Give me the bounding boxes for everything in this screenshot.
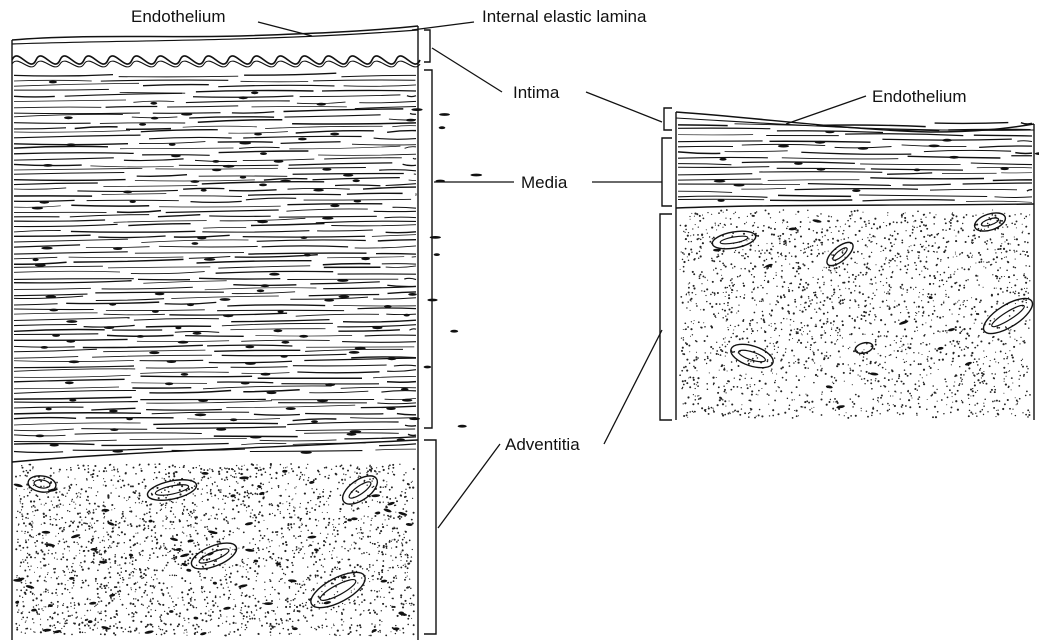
label-internal-elastic-lamina: Internal elastic lamina (482, 7, 647, 26)
vein-wall-section (676, 112, 1039, 420)
bracket-media-right (662, 138, 672, 206)
leader-adventitia-right (604, 330, 662, 444)
bracket-media-left (424, 70, 432, 428)
leader-intima-left (432, 48, 502, 92)
artery-wall-section (12, 26, 482, 640)
artery-adventitia-vessels (27, 470, 382, 614)
bracket-adventitia-right (660, 214, 672, 420)
label-media: Media (521, 173, 568, 192)
leader-intima-right (586, 92, 662, 122)
internal-elastic-lamina-wave-inner (12, 61, 420, 67)
leader-adventitia-left (438, 444, 500, 528)
leader-internal-elastic-lamina (412, 22, 474, 30)
bracket-intima-left (424, 30, 430, 62)
bracket-adventitia-left (424, 440, 436, 634)
artery-media-fibers (14, 73, 482, 454)
label-intima: Intima (513, 83, 560, 102)
label-endothelium-left: Endothelium (131, 7, 226, 26)
label-adventitia: Adventitia (505, 435, 580, 454)
label-endothelium-right: Endothelium (872, 87, 967, 106)
leader-endothelium-right (786, 96, 866, 124)
artery-brackets (424, 30, 436, 634)
bracket-intima-right (664, 108, 672, 130)
artery-endothelium-surface (12, 26, 418, 40)
vein-media-fibers (678, 123, 1039, 203)
vein-media-adventitia-border (676, 204, 1034, 208)
vein-brackets (660, 108, 672, 420)
vein-adventitia-tissue (679, 209, 1031, 419)
